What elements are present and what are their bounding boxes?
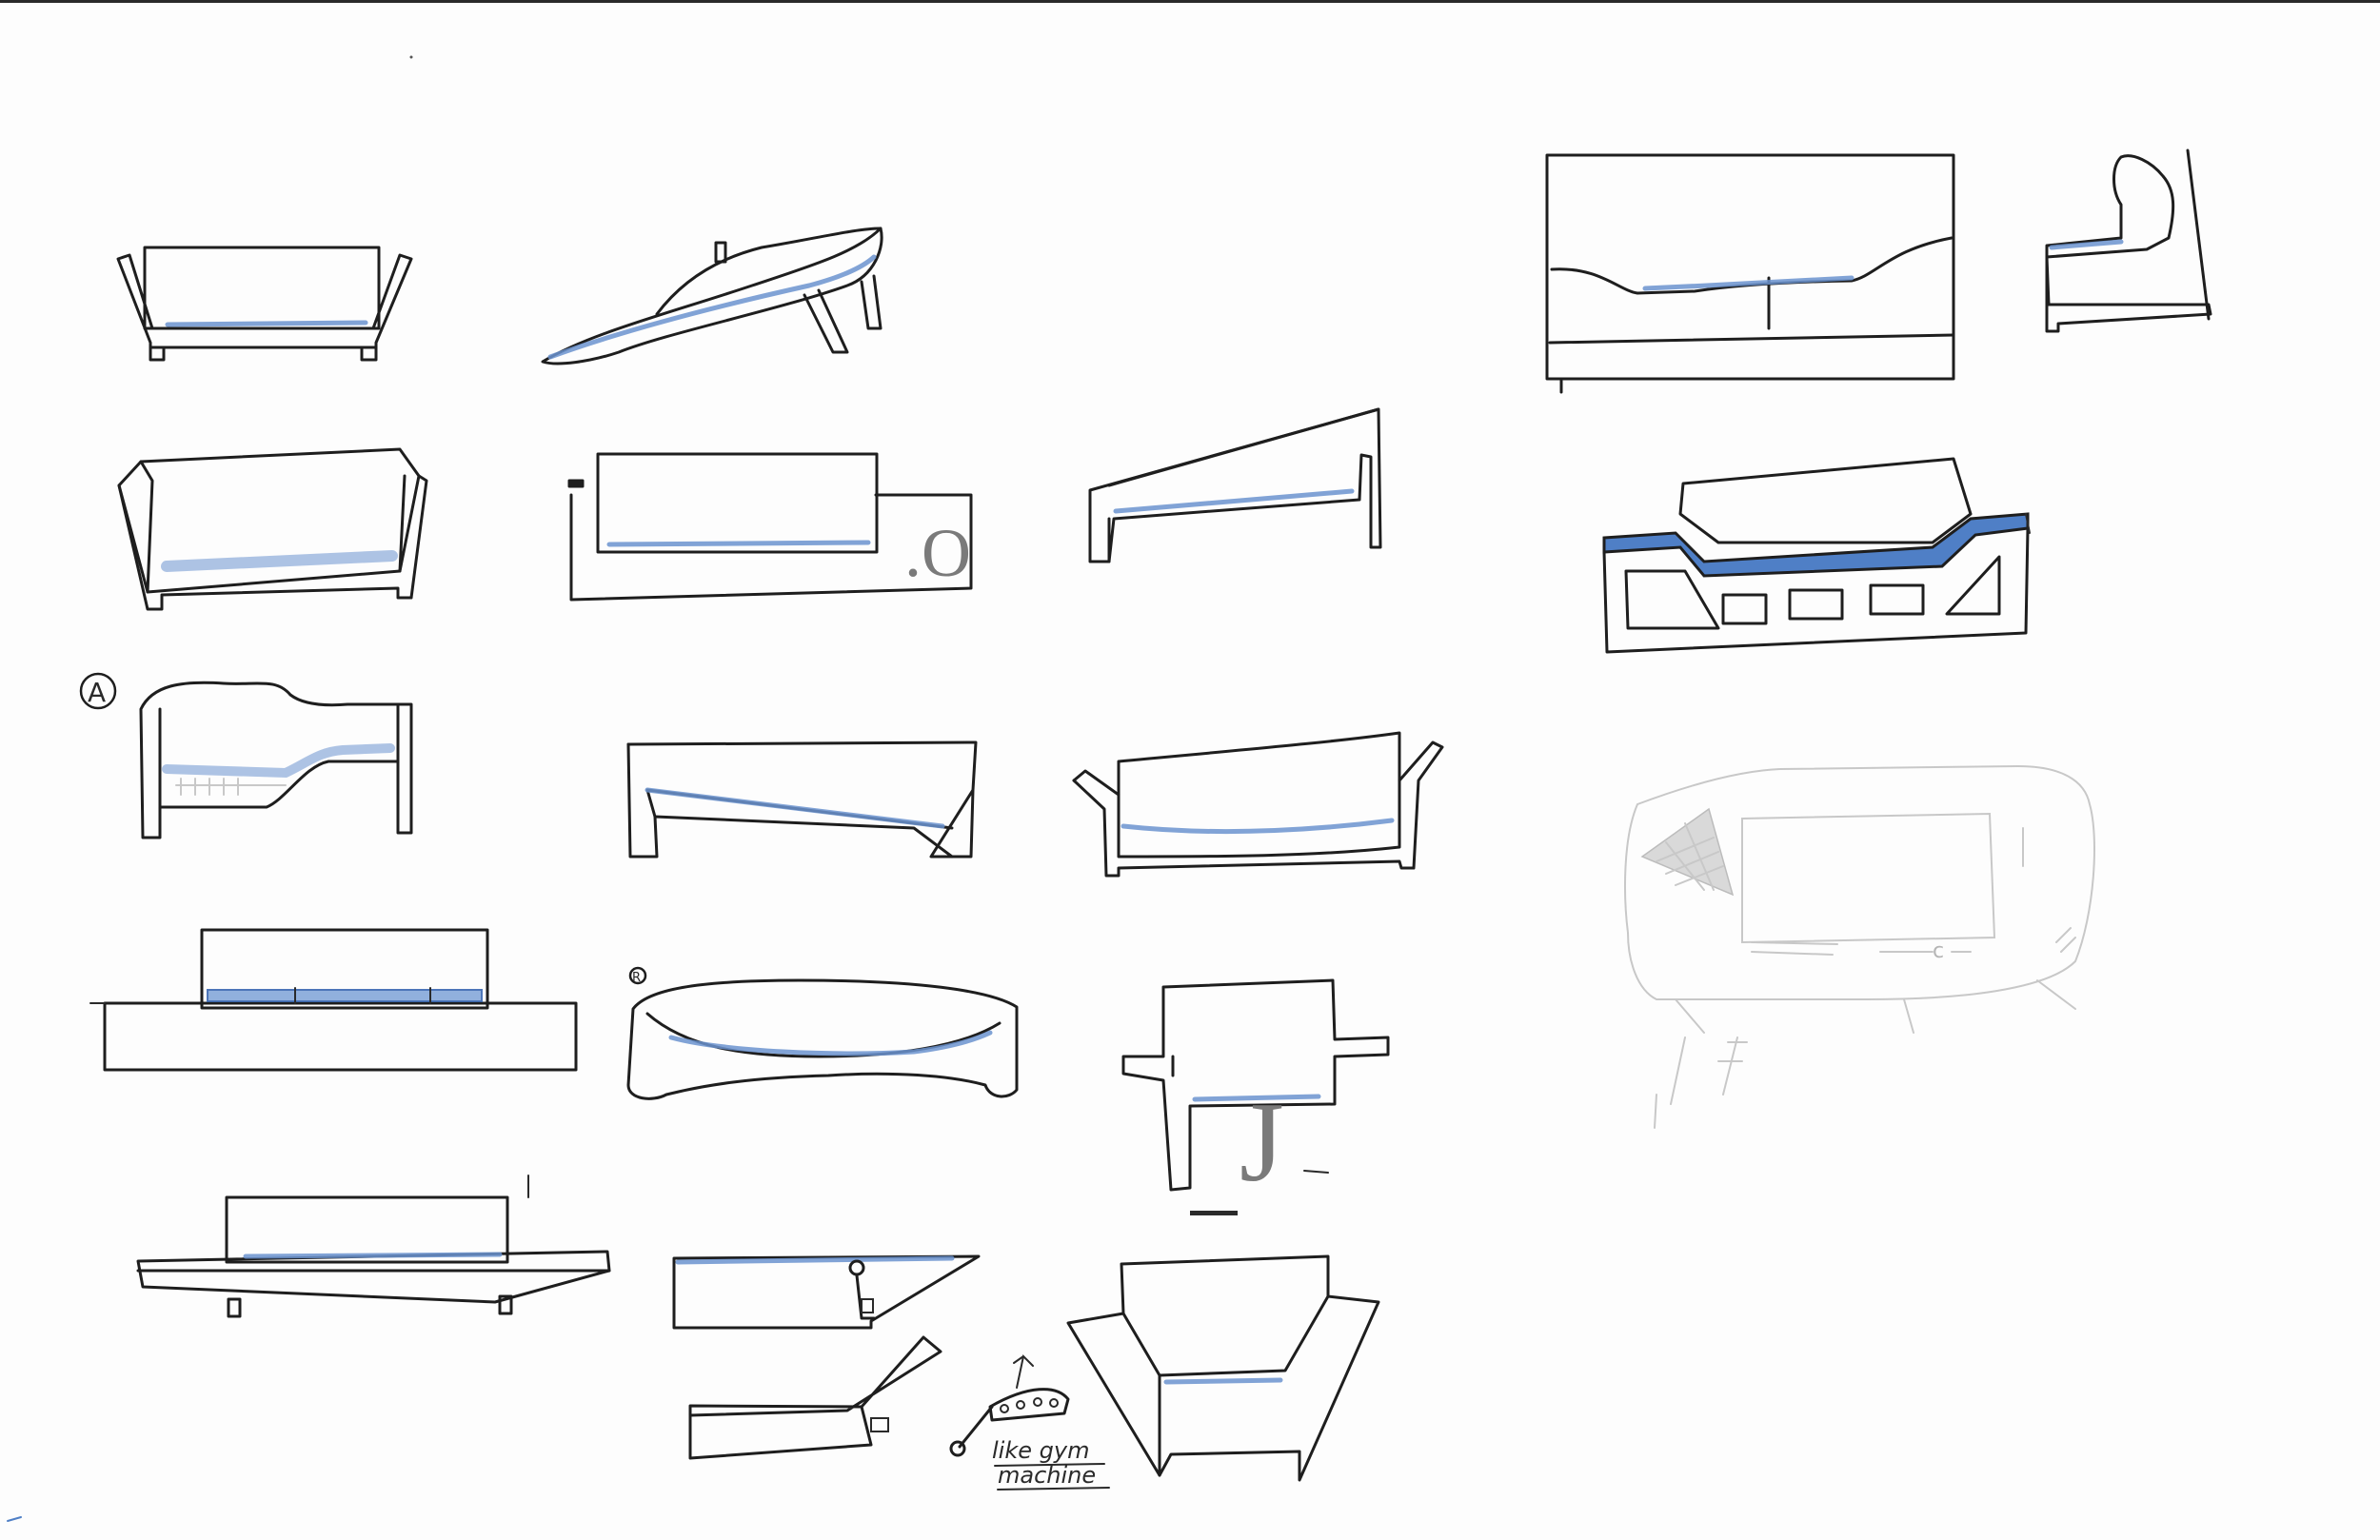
sketch-floating-sofa [136,1175,611,1318]
sketch-sofa-low-platform: .O [567,452,973,602]
sketch-reclining-mechanism: like gym machine [672,1254,1110,1491]
mark-o: .O [904,515,971,591]
sketch-sofa-curved-top [1072,731,1444,878]
sketch-sofa-elevation-right [1545,153,1955,394]
sketch-stepped-sofa: A [79,672,413,839]
label-a-circle [79,672,117,710]
sketch-splayed-armchair [1066,1254,1380,1482]
mark-c: c [1933,939,1944,963]
stray-dot [409,55,413,59]
label-a: A [88,677,106,708]
sketch-faint-pencil-concept: c [1624,764,2095,1129]
sketch-sofa-flared-arms [116,246,413,362]
sketch-rounded-sofa: R [626,966,1019,1100]
sketch-sofa-with-panels [1602,457,2031,654]
sketch-sofa-sloped-seat [626,740,978,859]
sketch-sofa-angled-arms [117,447,428,611]
label-r-circle [628,966,647,985]
sketch-chaise-lounge [541,227,883,365]
stray-blue-mark [7,1516,22,1522]
sketch-armchair-side-arms: J [1121,978,1390,1215]
note-machine: machine [998,1462,1096,1489]
mark-j: J [1240,1078,1284,1205]
scan-top-edge [0,0,2380,3]
sketch-sofa-wedge [1088,407,1382,563]
note-like-gym: like gym [992,1437,1089,1464]
sketch-armchair-profile [2045,148,2212,333]
label-r: R [632,971,641,985]
underline-mark [1190,1211,1238,1215]
sketch-long-bench-sofa [89,928,578,1072]
